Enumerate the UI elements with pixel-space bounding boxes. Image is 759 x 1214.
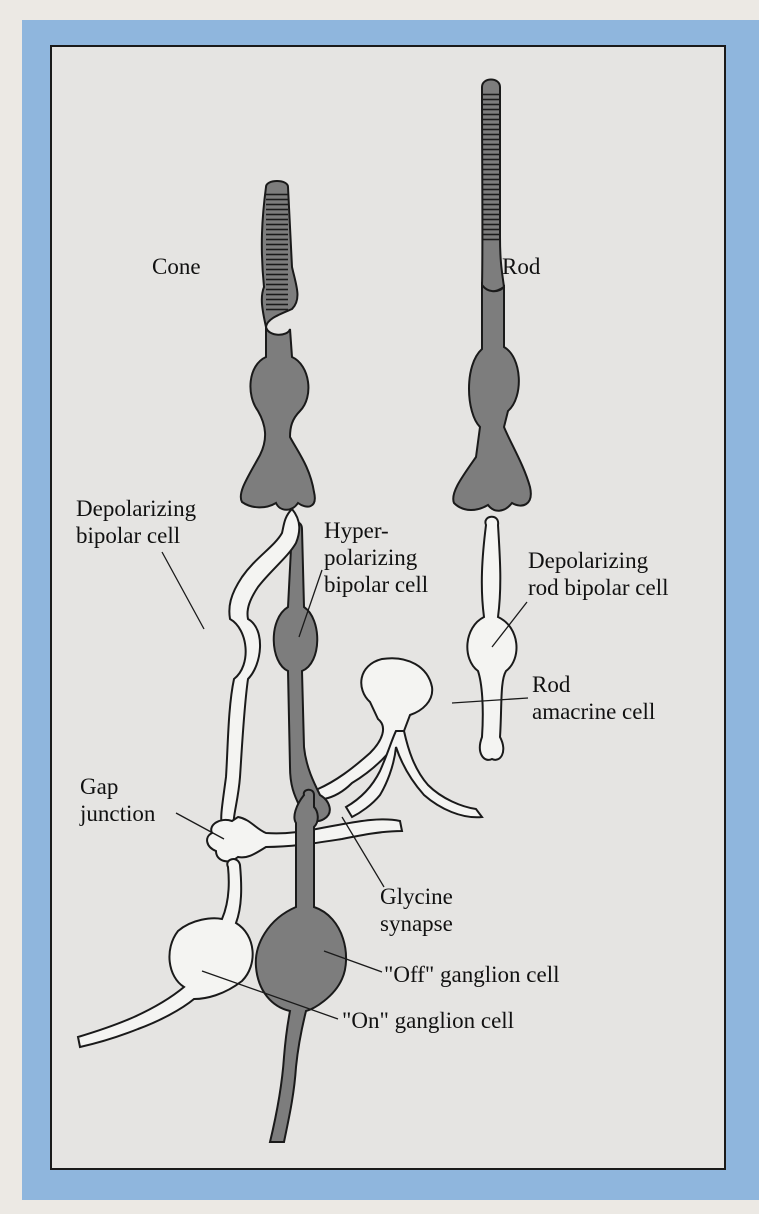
label-rod-amacrine-line1: Rod — [532, 671, 570, 698]
leader-depolarizing-bipolar — [162, 552, 204, 629]
rod-disc-stripes — [483, 93, 499, 241]
rod-bipolar-cell — [467, 517, 516, 760]
label-gap-junction-line2: junction — [80, 800, 155, 827]
label-glycine-line1: Glycine — [380, 883, 453, 910]
cone-inner-segment — [241, 327, 315, 510]
label-depolarizing-bipolar-line1: Depolarizing — [76, 495, 196, 522]
cone-disc-stripes — [266, 193, 288, 311]
label-rod-amacrine-line2: amacrine cell — [532, 698, 655, 725]
hyperpolarizing-bipolar-cell — [274, 522, 330, 821]
label-on-ganglion: "On" ganglion cell — [342, 1007, 514, 1034]
label-gap-junction-line1: Gap — [80, 773, 118, 800]
label-glycine-line2: synapse — [380, 910, 453, 937]
label-rod-bipolar-line1: Depolarizing — [528, 547, 648, 574]
label-off-ganglion: "Off" ganglion cell — [384, 961, 559, 988]
label-cone: Cone — [152, 253, 201, 280]
label-rod: Rod — [502, 253, 540, 280]
label-rod-bipolar-line2: rod bipolar cell — [528, 574, 669, 601]
label-depolarizing-bipolar-line2: bipolar cell — [76, 522, 180, 549]
label-hyperpolarizing-line1: Hyper- — [324, 517, 389, 544]
label-hyperpolarizing-line2: polarizing — [324, 544, 417, 571]
rod-inner-segment — [453, 285, 531, 511]
cone-photoreceptor — [241, 181, 315, 510]
label-hyperpolarizing-line3: bipolar cell — [324, 571, 428, 598]
on-ganglion-cell — [78, 859, 253, 1047]
rod-photoreceptor — [453, 80, 531, 511]
retina-circuit-figure: Cone Rod Depolarizing bipolar cell Hyper… — [50, 45, 726, 1170]
retina-circuit-diagram — [52, 47, 724, 1168]
